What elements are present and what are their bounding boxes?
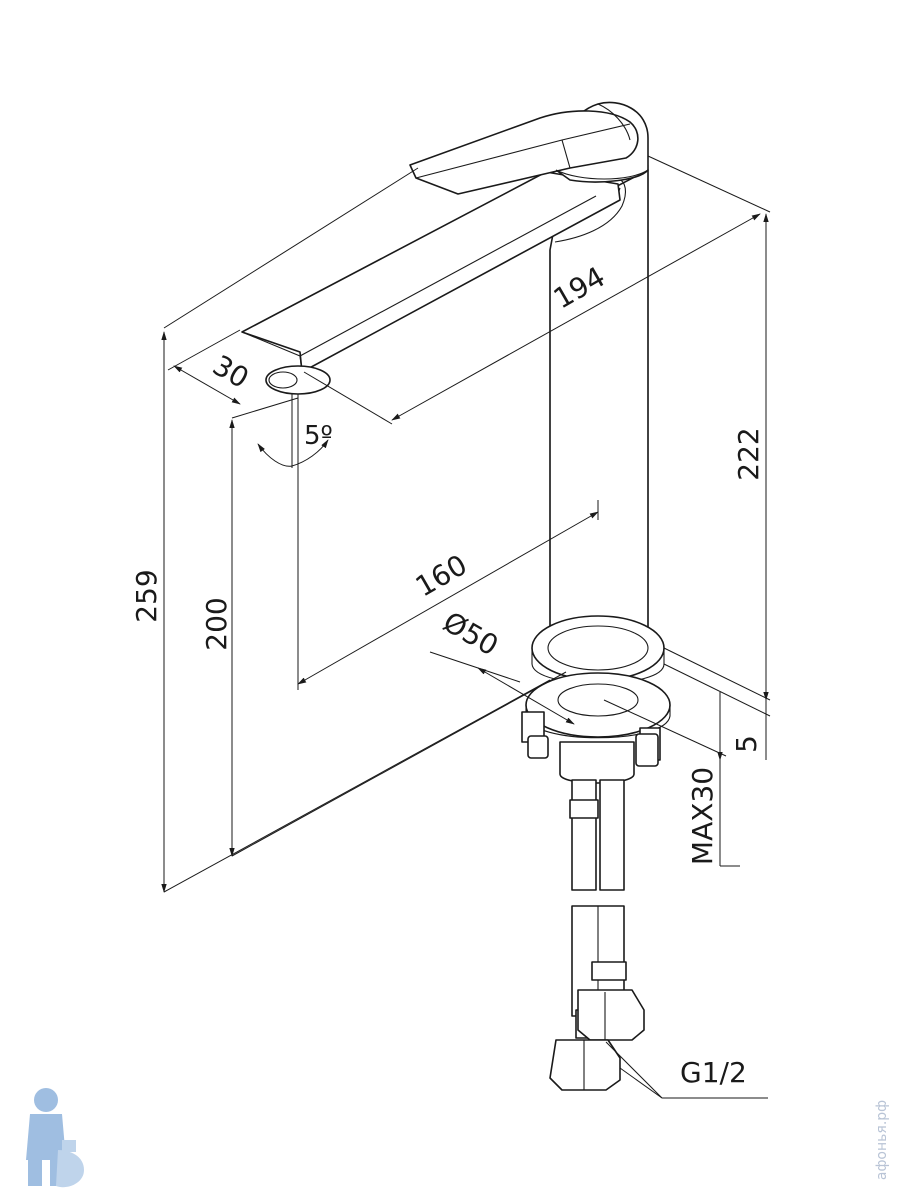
base-flange xyxy=(521,615,671,784)
dim-spout-width: 30 xyxy=(207,349,254,395)
site-watermark: афонья.рф xyxy=(874,1100,890,1180)
dim-base-diameter: Ø50 xyxy=(438,605,504,662)
dim-spout-height: 200 xyxy=(200,597,233,650)
faucet-body xyxy=(549,165,649,641)
plumber-mascot-logo xyxy=(26,1088,84,1188)
dim-body-height: 222 xyxy=(732,427,765,480)
dimension-lines xyxy=(161,155,771,1099)
dim-spout-length: 160 xyxy=(410,548,473,603)
dim-spout-angle: 5º xyxy=(304,421,333,451)
dim-connection-thread: G1/2 xyxy=(680,1056,747,1089)
dim-overall-height: 259 xyxy=(130,569,163,622)
dim-base-thickness: 5 xyxy=(730,735,763,753)
supply-hoses xyxy=(549,779,645,1091)
handle-lever xyxy=(409,101,649,195)
dim-max-counter: MAX30 xyxy=(686,767,719,865)
